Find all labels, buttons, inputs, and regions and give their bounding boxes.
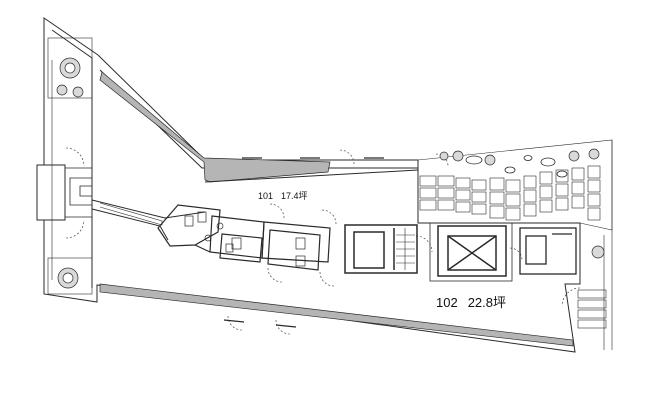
tree-icon [439, 151, 449, 161]
tree-icon [588, 148, 600, 160]
trees [56, 57, 605, 289]
door-swings [65, 147, 581, 335]
window-marks [223, 157, 384, 328]
tree-icon [484, 154, 496, 166]
wall-band-lower [99, 283, 574, 347]
tree-icon [591, 245, 605, 259]
room-label-101: 101 17.4坪 [258, 192, 308, 201]
paved-terrace [417, 139, 613, 231]
tree-icon [452, 150, 464, 162]
stair-treads [396, 228, 415, 270]
right-steps [577, 140, 613, 350]
tree-icon [56, 84, 68, 96]
room-area: 17.4坪 [281, 191, 308, 201]
room-number: 102 [436, 295, 458, 310]
room-area: 22.8坪 [467, 295, 507, 310]
room-number: 101 [258, 191, 274, 201]
utility-block [519, 227, 577, 275]
stair-core [344, 224, 418, 274]
left-terrace-lower [47, 257, 93, 295]
garden-stones [465, 155, 568, 178]
wall-band-upper [99, 71, 331, 183]
room-label-102: 102 22.8坪 [436, 296, 506, 309]
passage-band [99, 202, 163, 226]
entrance-frame [65, 167, 93, 218]
upper-corridor-line [204, 169, 419, 183]
tree-icon [568, 150, 580, 162]
left-terrace [47, 37, 93, 99]
tree-icon [72, 86, 84, 98]
elevator-core [437, 225, 507, 277]
entrance-block [36, 164, 66, 221]
toilet-fixtures [184, 211, 306, 267]
